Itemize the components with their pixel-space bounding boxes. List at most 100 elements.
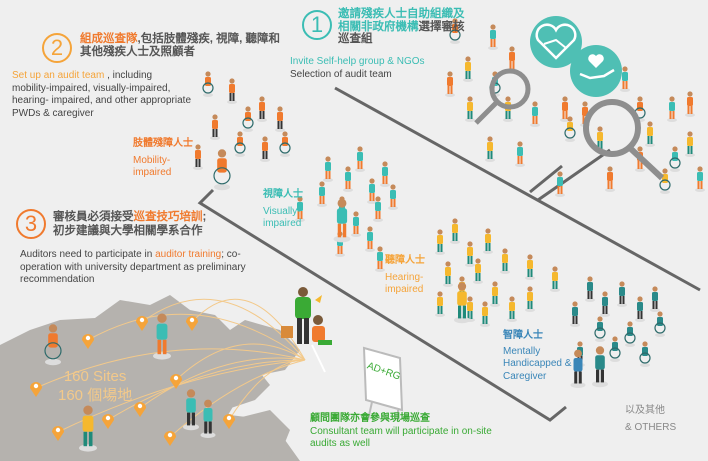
sites-zh: 160 個場地 xyxy=(58,386,133,404)
person-figure xyxy=(605,166,615,192)
person-figure xyxy=(323,156,333,182)
category-mental-en: Mentally Handicapped & Caregiver xyxy=(503,345,572,382)
heart-hand-icon xyxy=(570,45,622,97)
consultant-en: Consultant team will participate in on-s… xyxy=(310,425,492,450)
person-figure xyxy=(183,389,199,431)
map-pin-icon xyxy=(30,382,42,397)
step-3-zh-highlight: 巡查技巧培訓 xyxy=(133,211,203,223)
step-2-en: Set up an audit team , including mobilit… xyxy=(12,70,192,120)
consultant-zh: 顧問團隊亦會參與現場巡查 xyxy=(310,413,430,424)
wheelchair-user-figure xyxy=(213,149,231,191)
wheelchair-user-figure xyxy=(242,106,254,132)
person-figure xyxy=(488,24,498,50)
step-1-zh-dark: 選擇審核巡查組 xyxy=(338,20,465,46)
category-others-en: & OTHERS xyxy=(625,421,677,433)
step-3-number: 3 xyxy=(16,209,46,239)
audit-board xyxy=(362,346,404,421)
person-figure xyxy=(685,131,695,157)
connection-arc xyxy=(107,359,306,421)
category-hearing-en: Hearing-impaired xyxy=(385,271,424,296)
person-figure xyxy=(465,241,475,267)
person-figure xyxy=(275,106,285,132)
person-figure xyxy=(617,281,627,307)
wheelchair-user-figure xyxy=(654,311,666,337)
person-figure xyxy=(560,96,570,122)
person-figure xyxy=(530,101,540,127)
wheelchair-user-figure xyxy=(234,131,246,157)
person-figure xyxy=(465,96,475,122)
step-1-zh: 邀請殘疾人士自助組織及相關非政府機構選擇審核巡查組 xyxy=(338,8,466,46)
person-figure xyxy=(645,121,655,147)
step-2-zh: 組成巡查隊,包括肢體殘疾, 視障, 聽障和其他殘疾人士及照顧者 xyxy=(80,33,280,59)
divider-lines xyxy=(197,86,701,422)
map-pin-icon xyxy=(164,431,176,446)
person-figure xyxy=(620,66,630,92)
person-figure xyxy=(375,246,385,272)
step-3-zh-post: ; xyxy=(202,211,207,223)
person-figure xyxy=(570,349,586,388)
step-2-zh-rest: ,包括肢體殘疾, 視障, 聽障和其他殘疾人士及照顧者 xyxy=(80,33,280,59)
step-3-en-post: ; co-operation with university departmen… xyxy=(20,249,246,285)
person-figure xyxy=(483,228,493,254)
category-hearing-zh: 聽障人士 xyxy=(385,255,425,266)
step-1-number: 1 xyxy=(302,10,332,40)
step-2-zh-highlight: 組成巡查隊 xyxy=(80,33,138,45)
person-figure xyxy=(454,282,470,324)
step-3-en: Auditors need to participate in auditor … xyxy=(20,249,250,287)
person-figure xyxy=(260,136,270,162)
step-3-zh: 審核員必須接受巡查技巧培訓;初步建議與大學相關學系合作 xyxy=(53,210,253,239)
person-figure xyxy=(463,56,473,82)
person-figure xyxy=(343,166,353,192)
person-figure xyxy=(550,266,560,292)
person-figure xyxy=(317,181,327,207)
person-figure xyxy=(695,166,705,192)
person-figure xyxy=(507,296,517,322)
category-visual-zh: 視障人士 xyxy=(263,189,303,200)
person-figure xyxy=(153,313,171,360)
person-figure xyxy=(445,71,455,97)
person-figure xyxy=(600,291,610,317)
person-figure xyxy=(443,261,453,287)
connection-arc xyxy=(175,343,306,381)
step-1-en-dark: Selection of audit team xyxy=(290,69,392,80)
person-figure xyxy=(373,196,383,222)
person-figure xyxy=(555,171,565,197)
step-3-en-highlight: auditor training xyxy=(155,249,222,260)
wheelchair-user-figure xyxy=(594,316,606,342)
person-figure xyxy=(480,301,490,327)
wheelchair-user-figure xyxy=(669,146,681,172)
person-figure xyxy=(515,141,525,167)
map-pin-icon xyxy=(136,316,148,331)
person-figure xyxy=(570,301,580,327)
hong-kong-map xyxy=(0,295,300,461)
step-1-en-teal: Invite Self-help group & NGOs xyxy=(290,56,425,67)
map-pin-icon xyxy=(82,334,94,349)
wheelchair-user-figure xyxy=(279,131,291,157)
step-2-en-rest: , including mobility-impaired, visually-… xyxy=(12,70,191,119)
person-figure xyxy=(650,286,660,312)
heart-handshake-icon xyxy=(530,16,582,68)
step-3-zh-line2: 初步建議與大學相關學系合作 xyxy=(53,225,203,238)
person-figure xyxy=(490,281,500,307)
person-figure xyxy=(435,229,445,255)
person-figure xyxy=(351,211,361,237)
person-figure xyxy=(210,114,220,140)
connection-arc xyxy=(169,359,306,438)
connection-arc xyxy=(228,359,306,421)
connection-arc xyxy=(141,298,306,361)
person-figure xyxy=(257,96,267,122)
connection-arc xyxy=(35,348,306,389)
person-figure xyxy=(388,184,398,210)
person-figure xyxy=(585,276,595,302)
wheelchair-user-figure xyxy=(609,336,621,362)
wheelchair-user-figure xyxy=(44,324,62,366)
person-figure xyxy=(635,296,645,322)
connection-arc xyxy=(139,357,306,409)
sites-en: 160 Sites xyxy=(63,368,127,385)
category-mobility-en: Mobility-impaired xyxy=(133,154,172,179)
